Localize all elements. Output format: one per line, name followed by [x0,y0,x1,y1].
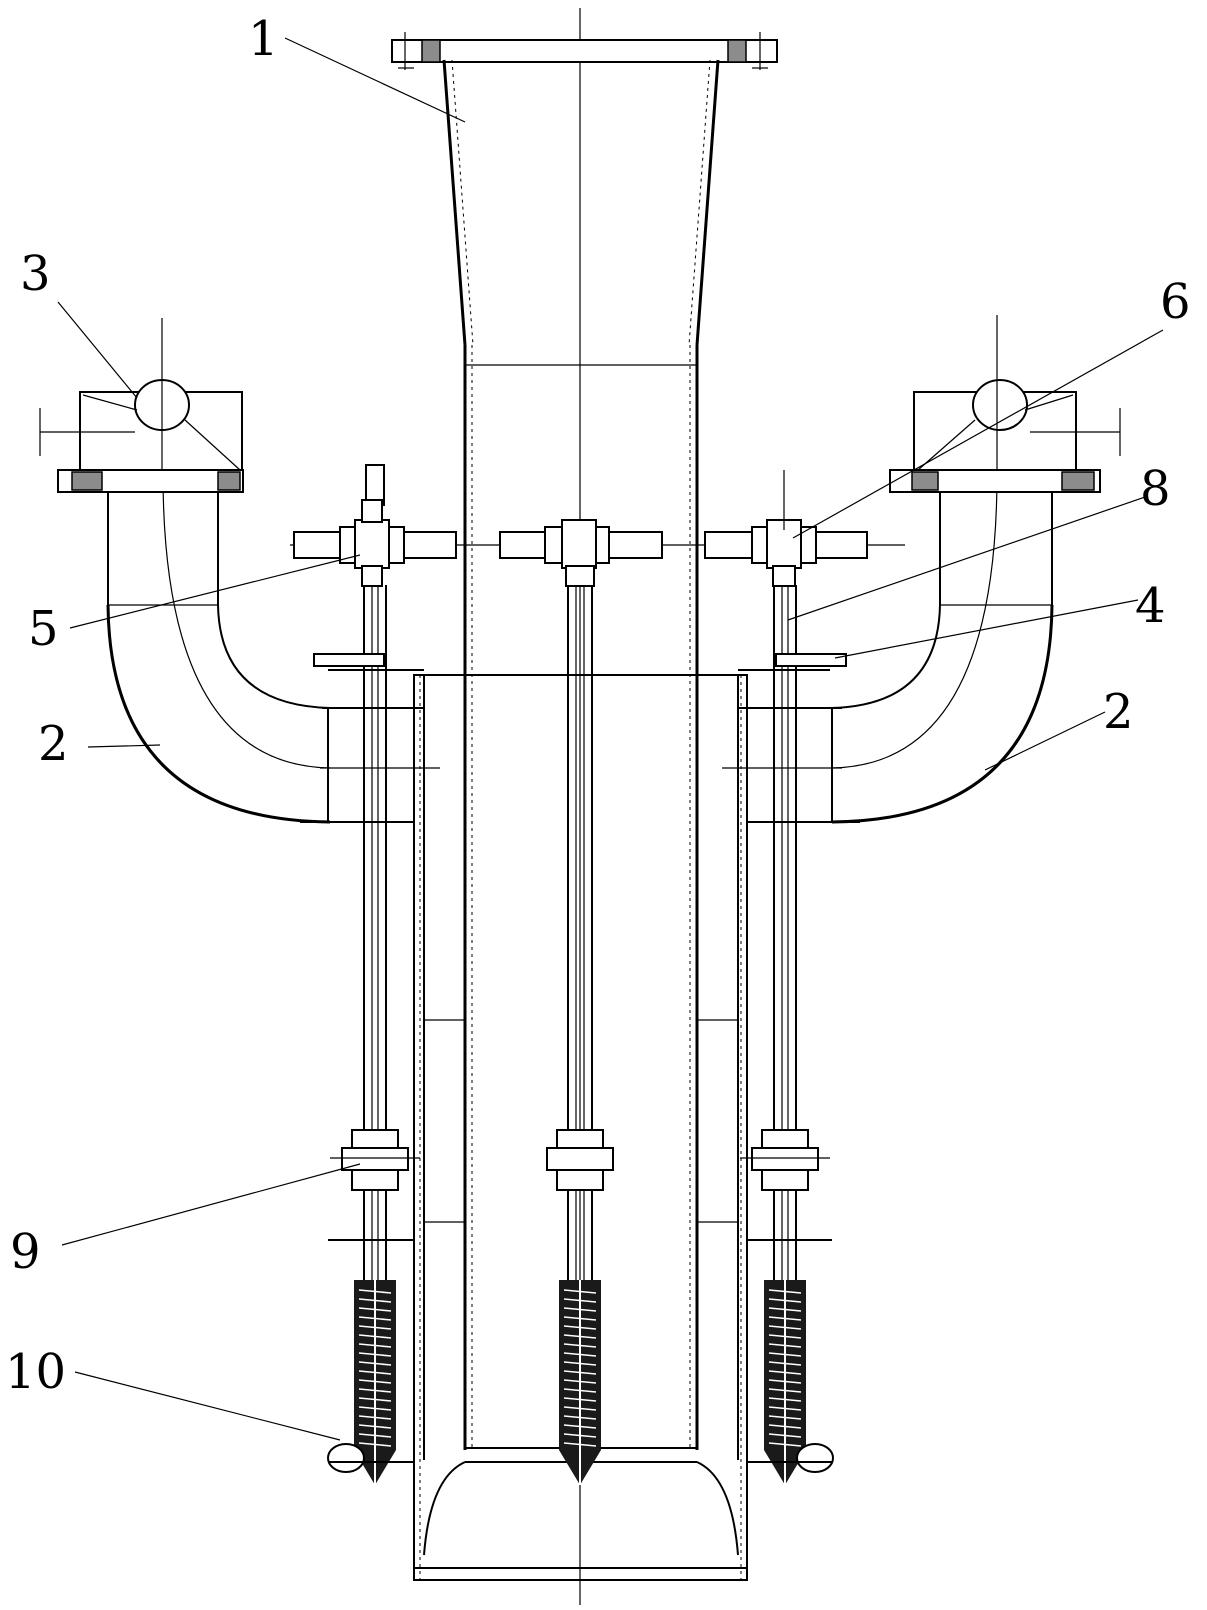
label-9: 9 [10,1224,41,1280]
label-4: 4 [1135,578,1166,634]
right-valve [890,315,1120,492]
left-valve [40,318,243,492]
top-flange [392,32,777,70]
conical-hopper [444,60,718,365]
left-rod-assembly [294,465,456,1410]
label-2-left: 2 [38,716,69,772]
label-6: 6 [1160,274,1191,330]
label-2-right: 2 [1103,684,1134,740]
label-3: 3 [20,246,51,302]
label-10: 10 [5,1344,66,1400]
right-rod-assembly [705,470,867,1410]
label-8: 8 [1140,461,1171,517]
leader-lines [58,38,1163,1440]
label-1: 1 [248,11,279,67]
middle-rod-assembly [500,520,662,1410]
label-5: 5 [28,601,59,657]
reference-labels: 1 2 2 3 4 5 6 8 9 10 [5,11,1191,1400]
